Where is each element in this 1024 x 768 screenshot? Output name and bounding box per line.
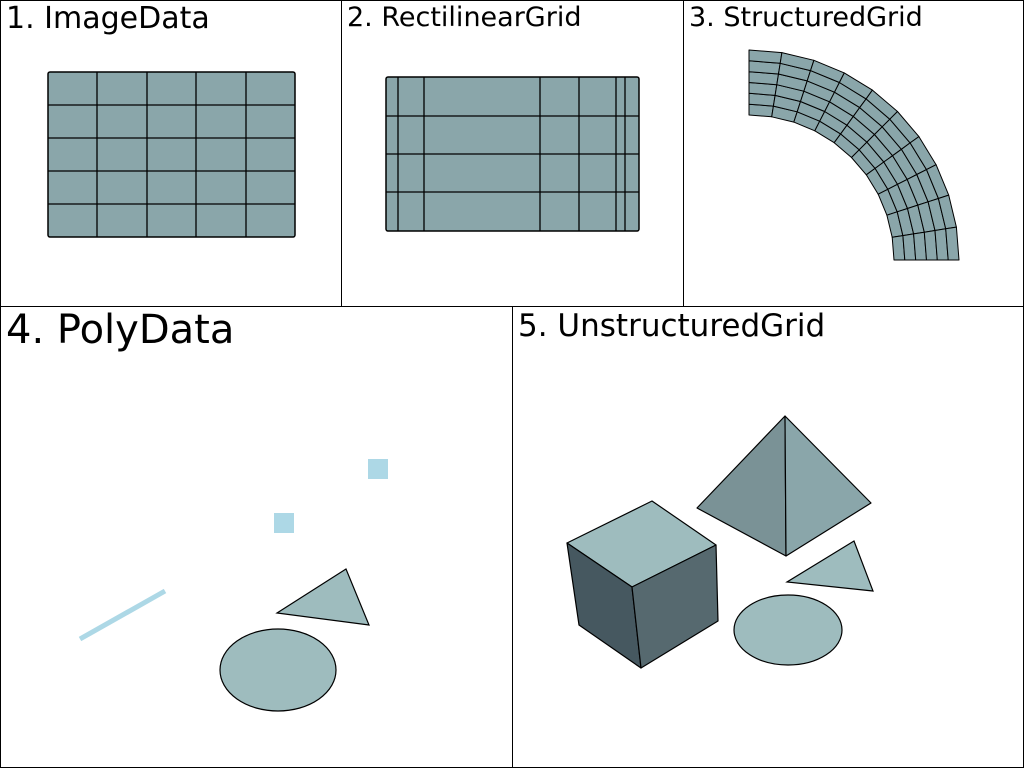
panel-title-image-data: 1. ImageData	[6, 1, 210, 36]
structured-grid-render	[748, 49, 960, 261]
structured-grid-cells	[748, 49, 960, 261]
poly-triangle	[275, 568, 370, 626]
hexahedron-cell	[566, 500, 719, 669]
rectilinear-grid-render	[385, 76, 640, 232]
viewport-unstructured-grid: 5. UnstructuredGrid	[512, 306, 1024, 768]
rectilinear-grid-lines	[386, 77, 639, 231]
pyramid-cell	[696, 415, 872, 557]
viewport-poly-data: 4. PolyData	[0, 306, 513, 768]
cube-right-face	[631, 544, 719, 669]
viewport-rectilinear-grid: 2. RectilinearGrid	[341, 0, 684, 307]
viewport-structured-grid: 3. StructuredGrid	[683, 0, 1024, 307]
panel-title-structured-grid: 3. StructuredGrid	[689, 2, 923, 33]
panel-title-unstructured-grid: 5. UnstructuredGrid	[518, 308, 826, 344]
image-data-render	[47, 71, 296, 238]
image-data-grid-lines	[48, 72, 295, 237]
panel-title-rectilinear-grid: 2. RectilinearGrid	[347, 2, 582, 33]
structured-grid-cell	[945, 226, 960, 261]
vertex-point-2	[274, 513, 294, 533]
pyramid-right-face	[784, 415, 872, 557]
image-data-grid-surface	[47, 71, 296, 238]
poly-line	[78, 588, 167, 642]
viewport-image-data: 1. ImageData	[0, 0, 342, 307]
poly-disk	[219, 628, 337, 712]
structured-grid-cell	[748, 49, 783, 64]
vertex-point-1	[368, 459, 388, 479]
polygon-disk-cell	[733, 594, 843, 666]
unstructured-grid-render	[566, 415, 874, 669]
triangle-cell	[785, 540, 874, 592]
panel-title-poly-data: 4. PolyData	[6, 307, 235, 353]
poly-data-render	[78, 459, 388, 712]
pyramid-left-face	[696, 415, 787, 557]
